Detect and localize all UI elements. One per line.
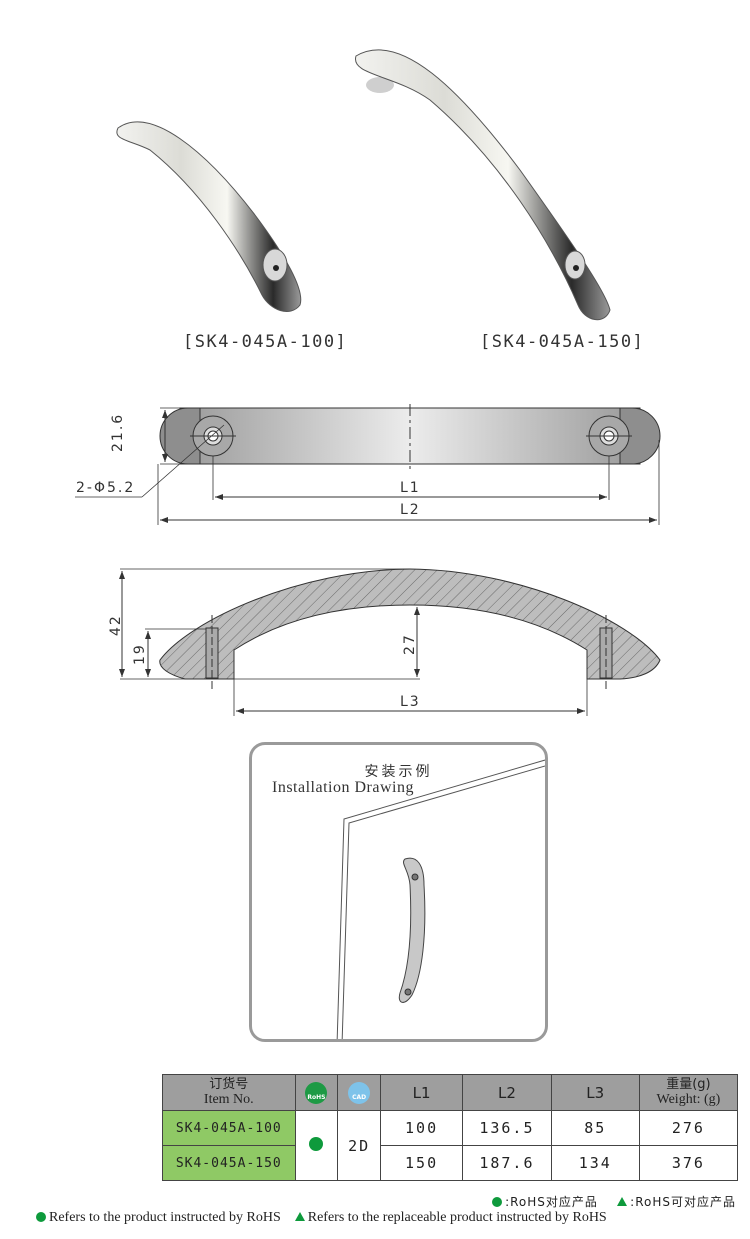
- legend-cn: :RoHS对应产品 :RoHS可对应产品: [492, 1193, 736, 1210]
- green-dot-icon: [36, 1212, 46, 1222]
- product-caption-small: [SK4-045A-100]: [183, 332, 348, 352]
- header-cad: CAD: [337, 1074, 381, 1111]
- cad-cell: 2D: [337, 1110, 381, 1181]
- door-with-handle-illustration: [336, 759, 545, 1039]
- item-no-cell: SK4-045A-100: [162, 1110, 296, 1146]
- header-rohs: RoHS: [294, 1074, 339, 1111]
- l1-cell: 100: [379, 1110, 464, 1146]
- installation-title-cn: 安装示例: [364, 764, 433, 780]
- green-dot-icon: [492, 1197, 503, 1207]
- product-photos: [116, 49, 611, 320]
- top-view-drawing: [75, 404, 661, 525]
- l2-cell: 136.5: [462, 1110, 552, 1146]
- header-l1: L1: [379, 1074, 464, 1111]
- product-caption-large: [SK4-045A-150]: [480, 332, 645, 352]
- green-triangle-icon: [294, 1212, 305, 1221]
- rohs-cell: [294, 1110, 339, 1181]
- installation-title-en: Installation Drawing: [272, 779, 414, 796]
- table-row: SK4-045A-150 150 187.6 134 376: [162, 1145, 739, 1181]
- rohs-compliant-dot-icon: [309, 1136, 324, 1151]
- l3-cell: 134: [550, 1145, 640, 1181]
- dim-l3-label: L3: [400, 694, 421, 710]
- header-weight: 重量(g) Weight: (g): [638, 1074, 739, 1111]
- table-row: SK4-045A-100 2D 100 136.5 85 276: [162, 1110, 739, 1181]
- weight-cell: 276: [638, 1110, 739, 1146]
- handle-photo-small: [116, 121, 302, 313]
- spec-table: 订货号 Item No. RoHS CAD L1 L2 L3 重量(g) Wei…: [162, 1074, 739, 1181]
- header-l3: L3: [550, 1074, 640, 1111]
- l2-cell: 187.6: [462, 1145, 552, 1181]
- dim-overall-height-42: 42: [108, 614, 124, 636]
- table-header-row: 订货号 Item No. RoHS CAD L1 L2 L3 重量(g) Wei…: [162, 1074, 739, 1111]
- l3-cell: 85: [550, 1110, 640, 1146]
- weight-cell: 376: [638, 1145, 739, 1181]
- legend-en: Refers to the product instructed by RoHS…: [36, 1210, 607, 1226]
- installation-drawing-panel: 安装示例 Installation Drawing: [249, 742, 548, 1042]
- item-no-cell: SK4-045A-150: [162, 1145, 296, 1181]
- dim-end-height-19: 19: [132, 643, 148, 665]
- header-item-no: 订货号 Item No.: [162, 1074, 296, 1111]
- dim-l1-label: L1: [400, 480, 421, 496]
- dim-l2-label: L2: [400, 502, 421, 518]
- green-triangle-icon: [617, 1197, 628, 1206]
- dim-hole-diameter: 2-Φ5.2: [76, 480, 136, 496]
- side-section-drawing: [119, 568, 661, 716]
- dim-inner-height-27: 27: [402, 633, 418, 655]
- l1-cell: 150: [379, 1145, 464, 1181]
- cad-file-icon: CAD: [348, 1081, 371, 1104]
- header-l2: L2: [462, 1074, 552, 1111]
- handle-photo-large: [355, 49, 611, 320]
- rohs-icon: RoHS: [305, 1081, 328, 1104]
